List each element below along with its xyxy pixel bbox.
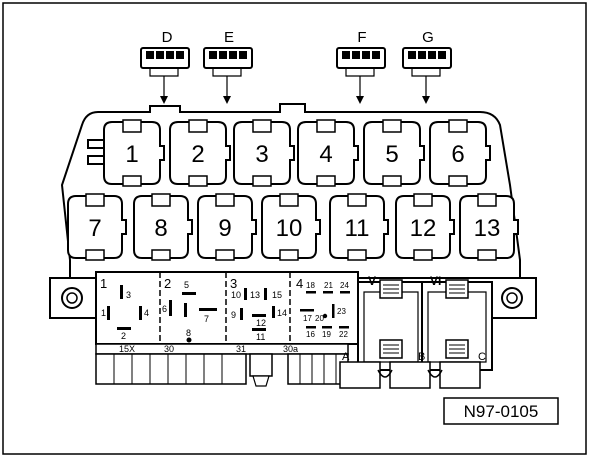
connector-d: D	[140, 29, 190, 104]
terminal-label-b: B	[418, 351, 425, 363]
pin-21: 21	[324, 281, 333, 290]
slot-number: 13	[474, 215, 501, 242]
relay-slot-bottom-6: 13	[459, 193, 519, 261]
pin-23: 23	[337, 307, 346, 316]
connector-label-f: F	[357, 29, 366, 46]
terminal-label-c: C	[478, 351, 486, 363]
pin-3: 3	[126, 290, 131, 300]
slot-number: 7	[88, 215, 101, 242]
relay-slot-bottom-4: 11	[329, 193, 389, 261]
base-label-15x: 15X	[119, 344, 135, 354]
relay-slot-bottom-3: 10	[261, 193, 321, 261]
figure-code: N97-0105	[464, 402, 539, 421]
position-label-1: 1	[100, 276, 107, 291]
relay-slot-top-0: 1	[103, 119, 165, 187]
slot-number: 8	[154, 215, 167, 242]
position-label-4: 4	[296, 276, 303, 291]
pin-24: 24	[340, 281, 349, 290]
relay-slot-top-3: 4	[297, 119, 359, 187]
slot-number: 4	[319, 141, 332, 168]
pin-4: 4	[144, 308, 149, 318]
relay-slot-top-5: 6	[429, 119, 491, 187]
base-label-30: 30	[164, 344, 174, 354]
pin-13: 13	[250, 290, 260, 300]
position-label-2: 2	[164, 276, 171, 291]
slot-number: 10	[276, 215, 303, 242]
relay-position-plate	[95, 271, 359, 345]
pin-10: 10	[231, 290, 241, 300]
pin-15: 15	[272, 290, 282, 300]
socket-v: V	[357, 274, 425, 371]
slot-number: 9	[218, 215, 231, 242]
pin-5: 5	[184, 280, 189, 290]
socket-label-v: V	[368, 274, 376, 288]
terminal-block: A B C	[339, 351, 486, 389]
relay-slot-bottom-2: 9	[197, 193, 257, 261]
relay-position-4: 4 18 21 24 17 20 23 16 19 22	[296, 276, 350, 339]
slot-number: 11	[345, 215, 370, 242]
slot-number: 2	[191, 141, 204, 168]
pin-7: 7	[204, 314, 209, 324]
relay-position-1: 1 3 1 4 2	[100, 276, 149, 341]
connector-f: F	[336, 29, 386, 104]
relay-slot-top-2: 3	[233, 119, 295, 187]
pin-18: 18	[306, 281, 315, 290]
pin-11: 11	[256, 332, 265, 342]
relay-slot-bottom-1: 8	[133, 193, 193, 261]
socket-vi: VI	[421, 274, 493, 371]
pin-19: 19	[322, 330, 331, 339]
connector-label-e: E	[224, 29, 234, 46]
pin-14: 14	[277, 308, 287, 318]
relay-position-2: 2 5 6 7 8	[162, 276, 217, 343]
pin-8: 8	[186, 328, 191, 338]
terminal-label-a: A	[342, 351, 350, 363]
pin-20: 20	[315, 314, 324, 323]
pin-16: 16	[306, 330, 315, 339]
position-label-3: 3	[230, 276, 237, 291]
relay-slot-bottom-5: 12	[395, 193, 455, 261]
connector-label-d: D	[162, 29, 173, 46]
pin-12: 12	[256, 318, 266, 328]
socket-label-vi: VI	[430, 274, 441, 288]
relay-slot-bottom-0: 7	[67, 193, 127, 261]
relay-position-3: 3 10 13 15 9 12 14 11	[230, 276, 287, 342]
figure-code-box	[443, 397, 559, 425]
pin-2: 2	[121, 331, 126, 341]
base-label-31: 31	[236, 344, 246, 354]
connector-g: G	[402, 29, 452, 104]
connector-label-g: G	[422, 29, 434, 46]
pin-6: 6	[162, 304, 167, 314]
pin-17: 17	[303, 314, 312, 323]
pin-22: 22	[339, 330, 348, 339]
base-label-30a: 30a	[283, 344, 298, 354]
connector-e: E	[203, 29, 253, 104]
slot-number: 12	[410, 215, 437, 242]
relay-slot-top-4: 5	[363, 119, 425, 187]
slot-number: 5	[385, 141, 398, 168]
slot-number: 3	[255, 141, 268, 168]
terminal-posts	[95, 353, 349, 387]
slot-number: 6	[451, 141, 464, 168]
pin-9: 9	[231, 310, 236, 320]
slot-number: 1	[125, 141, 138, 168]
relay-slot-top-1: 2	[169, 119, 231, 187]
pin-1: 1	[101, 308, 106, 318]
